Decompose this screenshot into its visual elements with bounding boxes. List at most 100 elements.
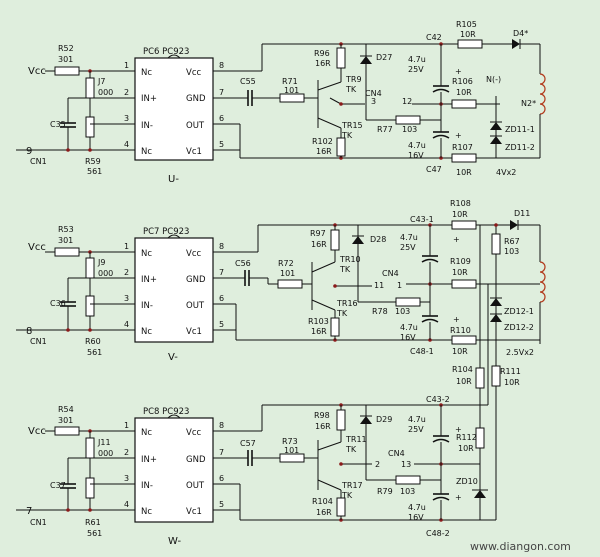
r102-label: R102	[312, 137, 333, 146]
c37-label: C37	[50, 481, 66, 490]
c48-2-voltage: 16V	[408, 513, 424, 522]
tr17-sub: TK	[341, 491, 353, 500]
zd12-1-label: ZD12-1	[504, 307, 534, 316]
pin-label: OUT	[186, 481, 205, 491]
r110-label: R110	[450, 326, 471, 335]
r103-label: R103	[308, 317, 329, 326]
tr11-label: TR11	[345, 435, 367, 444]
r53-value: 301	[58, 236, 73, 245]
c47-label: C47	[426, 165, 442, 174]
c48-2-value: 4.7u	[408, 503, 426, 512]
opto-pc7-label: PC7 PC923	[143, 227, 189, 237]
resistor-r111	[491, 365, 501, 387]
c42-plus: +	[455, 67, 462, 76]
resistor-r102	[336, 137, 346, 157]
c47-value: 4.7u	[408, 141, 426, 150]
c43-2-plus: +	[455, 425, 462, 434]
resistor-r52	[54, 66, 80, 76]
j9-label: J9	[97, 258, 105, 267]
opto-pc6	[134, 57, 214, 161]
c48-1-voltage: 16V	[400, 333, 416, 342]
r97-label: R97	[310, 229, 326, 238]
c48-1-value: 4.7u	[400, 323, 418, 332]
c56-label: C56	[235, 259, 251, 268]
pin-label: IN+	[141, 275, 157, 285]
tr11-sub: TK	[345, 445, 357, 454]
pin-number: 1	[124, 421, 129, 430]
c47-plus: +	[455, 131, 462, 140]
c43-1-plus: +	[453, 235, 460, 244]
resistor-r72	[277, 279, 303, 289]
pin-7: 7	[26, 506, 32, 517]
pin-label: Nc	[141, 507, 152, 517]
r67-label: R67	[504, 237, 520, 246]
c36-label: C36	[50, 299, 66, 308]
resistor-r104	[336, 497, 346, 517]
label-w: W-	[168, 536, 181, 547]
pin-number: 3	[124, 294, 129, 303]
tr10-label: TR10	[339, 255, 361, 264]
r108-label: R108	[450, 199, 471, 208]
tr15-sub: TK	[341, 131, 353, 140]
c43-2-value: 4.7u	[408, 415, 426, 424]
r78-value: 103	[395, 307, 410, 316]
vcc-label: Vcc	[28, 66, 46, 77]
r52-label: R52	[58, 44, 74, 53]
r105-value: 10R	[460, 30, 476, 39]
cn4-pin-a: 3	[371, 97, 376, 106]
opto-pc7	[134, 237, 214, 343]
node-n-label: N(-)	[486, 75, 501, 84]
r60-value: 561	[87, 348, 102, 357]
label-u: U-	[168, 174, 179, 185]
resistor-r71	[279, 93, 305, 103]
jumper-j9	[85, 257, 95, 279]
c48-1-plus: +	[453, 315, 460, 324]
r112-value: 10R	[458, 444, 474, 453]
pin-label: Vc1	[186, 327, 202, 337]
r111-value: 10R	[504, 378, 520, 387]
j11-value: 000	[98, 449, 113, 458]
r106-label: R106	[452, 77, 473, 86]
r53-label: R53	[58, 225, 74, 234]
c42-label: C42	[426, 33, 442, 42]
c55-label: C55	[240, 77, 256, 86]
resistor-r106	[451, 99, 477, 109]
j7-label: J7	[97, 77, 105, 86]
resistor-r78	[395, 297, 421, 307]
pin-number: 2	[124, 88, 129, 97]
r103-value: 16R	[311, 327, 327, 336]
pin-number: 7	[219, 268, 224, 277]
r98-label: R98	[314, 411, 330, 420]
d27-label: D27	[376, 53, 392, 62]
r98-value: 16R	[315, 422, 331, 431]
pin-number: 6	[219, 114, 224, 123]
pin-number: 6	[219, 474, 224, 483]
r97-value: 16R	[311, 240, 327, 249]
r72-label: R72	[278, 259, 294, 268]
d28-label: D28	[370, 235, 386, 244]
jumper-j11	[85, 437, 95, 459]
r96-value: 16R	[315, 59, 331, 68]
r73-value: 101	[284, 446, 299, 455]
cn4-pin-a: 2	[375, 460, 380, 469]
r104b-value: 10R	[456, 377, 472, 386]
pin-number: 1	[124, 242, 129, 251]
r107-label: R107	[452, 143, 473, 152]
pin-number: 1	[124, 61, 129, 70]
zd11-2-label: ZD11-2	[505, 143, 535, 152]
c42-value: 4.7u	[408, 55, 426, 64]
pin-number: 3	[124, 474, 129, 483]
c42-voltage: 25V	[408, 65, 424, 74]
pin-label: Vcc	[186, 68, 201, 78]
resistor-r97	[330, 229, 340, 251]
pin-label: Vcc	[186, 249, 201, 259]
resistor-r79	[395, 475, 421, 485]
j7-value: 000	[98, 88, 113, 97]
r61-label: R61	[85, 518, 101, 527]
resistor-r53	[54, 247, 80, 257]
r77-value: 103	[402, 125, 417, 134]
r109-value: 10R	[452, 268, 468, 277]
pin-number: 3	[124, 114, 129, 123]
pin-label: GND	[186, 455, 206, 465]
pin-number: 4	[124, 320, 129, 329]
